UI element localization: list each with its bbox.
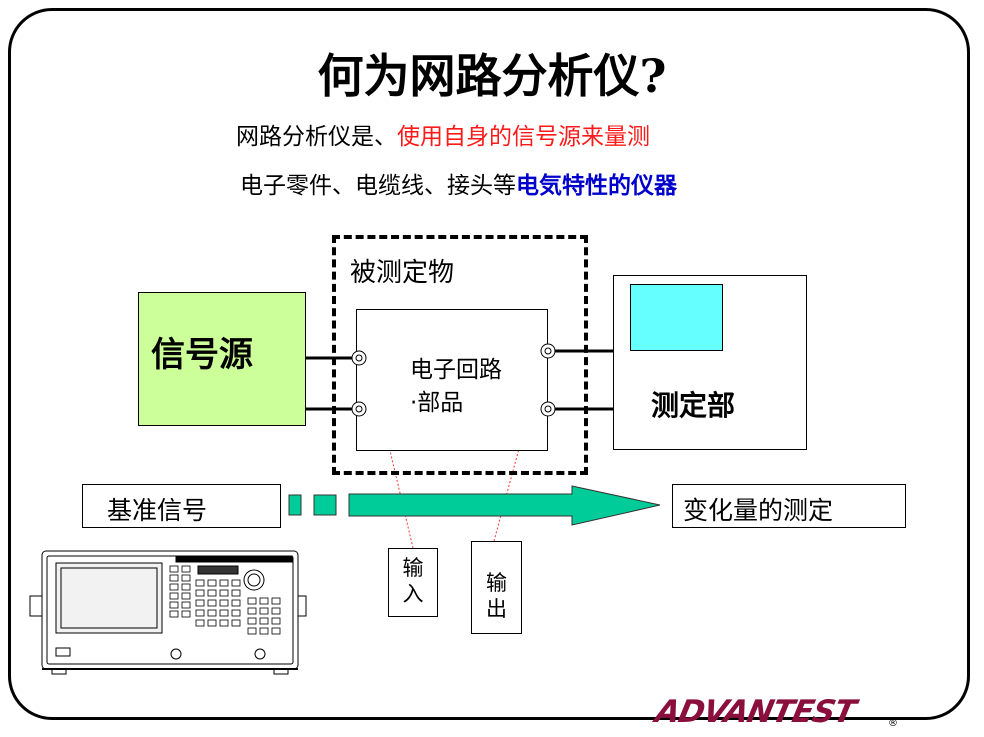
measured-change-label: 变化量的测定 — [683, 496, 834, 525]
analyzer-left-handle — [29, 595, 43, 617]
advantest-logo: ADVANTEST — [652, 694, 859, 730]
analyzer-display-window — [197, 565, 239, 575]
analyzer-front-panel — [46, 555, 294, 665]
circuit-label-line-2: ·部品 — [410, 390, 464, 416]
reference-signal-box: 基准信号 — [82, 484, 281, 528]
slide-title: 何为网路分析仪? — [317, 49, 667, 103]
analyzer-power-switch — [55, 647, 71, 657]
port-in-top-inner-icon — [355, 354, 363, 362]
circuit-label-line-1: 电子回路 — [410, 357, 502, 383]
port-out-top-inner-icon — [544, 347, 552, 355]
signal-source-box: 信号源 — [138, 292, 306, 426]
definition-line-1: 网路分析仪是、使用自身的信号源来量测 — [236, 117, 650, 151]
definition-line-1-highlight: 使用自身的信号源来量测 — [397, 124, 650, 150]
analyzer-foot-left — [51, 668, 67, 675]
analyzer-right-handle — [297, 595, 307, 617]
analyzer-port-1-icon — [170, 648, 182, 660]
dut-dashed-box — [332, 235, 588, 475]
analyzer-foot-right — [273, 668, 289, 675]
flow-arrow — [348, 485, 661, 526]
definition-line-2-highlight: 电気特性的仪器 — [516, 173, 677, 199]
analyzer-keypad — [169, 565, 281, 635]
slide-frame — [8, 8, 970, 720]
analyzer-knob-inner-icon — [247, 573, 261, 587]
definition-line-2: 电子零件、电缆线、接头等电気特性的仪器 — [240, 166, 677, 200]
definition-line-1-plain: 网路分析仪是、 — [236, 124, 397, 150]
reference-signal-label: 基准信号 — [107, 496, 208, 525]
port-out-bottom-inner-icon — [544, 405, 552, 413]
input-callout-char-2: 入 — [402, 582, 424, 606]
analyzer-screen-inner — [60, 567, 158, 629]
measurement-unit-label: 测定部 — [651, 389, 736, 422]
analyzer-top-strip — [175, 555, 293, 563]
analyzer-knob-icon — [243, 569, 265, 591]
output-callout-char-1: 输 — [486, 571, 507, 595]
registered-mark: ® — [888, 718, 898, 729]
analyzer-screen — [55, 562, 163, 634]
measurement-screen — [630, 284, 723, 351]
flow-arrow-dash-2 — [313, 494, 337, 516]
input-callout: 输入 — [388, 548, 438, 617]
flow-arrow-dash-1 — [288, 494, 302, 516]
dut-label: 被测定物 — [350, 258, 455, 288]
input-callout-char-1: 输 — [402, 556, 424, 580]
input-pointer-line — [369, 365, 414, 549]
measured-change-box: 变化量的测定 — [672, 484, 906, 528]
output-callout: 输出 — [471, 541, 522, 634]
output-callout-char-2: 出 — [486, 597, 507, 621]
port-in-bottom-inner-icon — [355, 405, 363, 413]
definition-line-2-plain: 电子零件、电缆线、接头等 — [240, 173, 516, 199]
signal-source-label: 信号源 — [151, 335, 253, 375]
circuit-box — [356, 309, 548, 451]
analyzer-port-2-icon — [254, 648, 266, 660]
